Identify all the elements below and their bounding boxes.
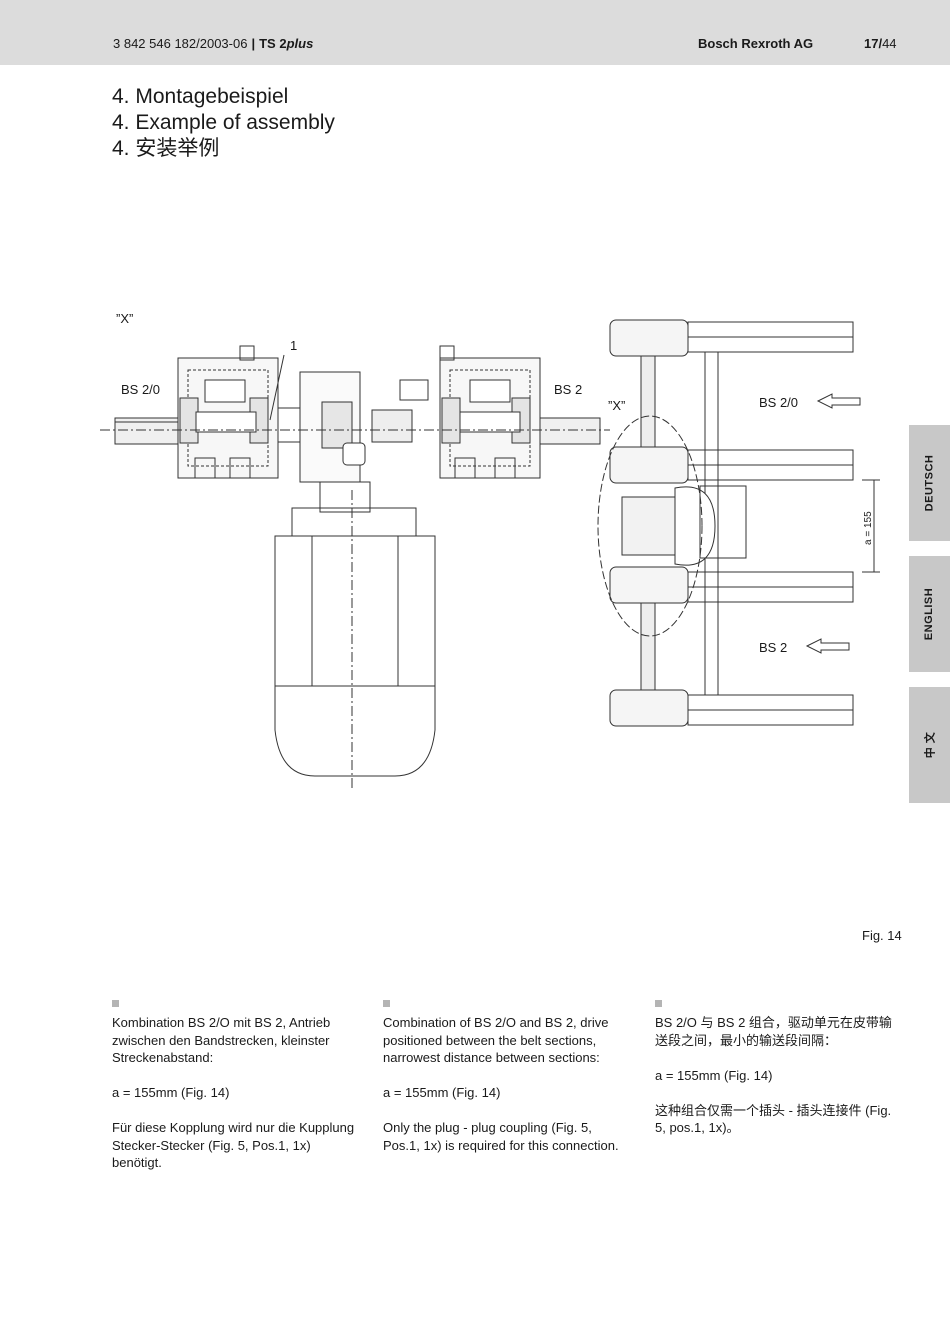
label-bs2-right: BS 2 xyxy=(759,640,787,655)
header-doc-info: 3 842 546 182/2003-06|TS 2plus xyxy=(113,36,313,51)
label-bs2-left: BS 2 xyxy=(554,382,582,397)
bullet-square xyxy=(655,1000,662,1007)
paragraph: Für diese Kopplung wird nur die Kupplung… xyxy=(112,1120,355,1170)
label-part-1: 1 xyxy=(290,338,297,353)
dimension-a: a = 155 xyxy=(863,511,874,545)
label-x-right: ”X” xyxy=(608,398,625,413)
paragraph: Combination of BS 2/O and BS 2, drive po… xyxy=(383,1015,609,1065)
paragraph: a = 155mm (Fig. 14) xyxy=(112,1085,230,1100)
paragraph: 这种组合仅需一个插头 - 插头连接件 (Fig. 5, pos.1, 1x)。 xyxy=(655,1102,892,1136)
column-zh: BS 2/O 与 BS 2 组合，驱动单元在皮带输送段之间，最小的输送段间隔： … xyxy=(655,1000,900,1154)
section-title: 4. Montagebeispiel 4. Example of assembl… xyxy=(112,84,335,162)
figure-caption: Fig. 14 xyxy=(862,928,902,943)
company-name: Bosch Rexroth AG xyxy=(698,36,814,51)
paragraph: Kombination BS 2/O mit BS 2, Antrieb zwi… xyxy=(112,1015,331,1065)
label-x-left: ”X” xyxy=(116,311,133,326)
label-bs20-right: BS 2/0 xyxy=(759,395,798,410)
paragraph: Only the plug - plug coupling (Fig. 5, P… xyxy=(383,1120,619,1153)
bullet-square xyxy=(383,1000,390,1007)
tab-english[interactable]: ENGLISH xyxy=(909,556,950,672)
bullet-square xyxy=(112,1000,119,1007)
section-title-zh: 4. 安装举例 xyxy=(112,137,220,160)
column-en: Combination of BS 2/O and BS 2, drive po… xyxy=(383,1000,623,1172)
doc-number: 3 842 546 182/2003-06 xyxy=(113,36,248,51)
page-header: 3 842 546 182/2003-06|TS 2plus Bosch Rex… xyxy=(0,0,950,65)
product-name: TS 2plus xyxy=(259,36,314,51)
section-title-en: 4. Example of assembly xyxy=(112,111,335,134)
paragraph: a = 155mm (Fig. 14) xyxy=(383,1085,501,1100)
page-number: 17/44 xyxy=(864,36,897,51)
label-bs20-left: BS 2/0 xyxy=(121,382,160,397)
header-separator: | xyxy=(251,36,256,51)
assembly-drawing: ”X” 1 BS 2/0 BS 2 ”X” BS 2/0 BS 2 a = 15… xyxy=(100,311,880,790)
tab-chinese[interactable]: 中 文 xyxy=(909,687,950,803)
tab-deutsch[interactable]: DEUTSCH xyxy=(909,425,950,541)
paragraph: BS 2/O 与 BS 2 组合，驱动单元在皮带输送段之间，最小的输送段间隔： xyxy=(655,1015,892,1048)
section-title-de: 4. Montagebeispiel xyxy=(112,85,289,108)
column-de: Kombination BS 2/O mit BS 2, Antrieb zwi… xyxy=(112,1000,362,1189)
paragraph: a = 155mm (Fig. 14) xyxy=(655,1067,773,1083)
